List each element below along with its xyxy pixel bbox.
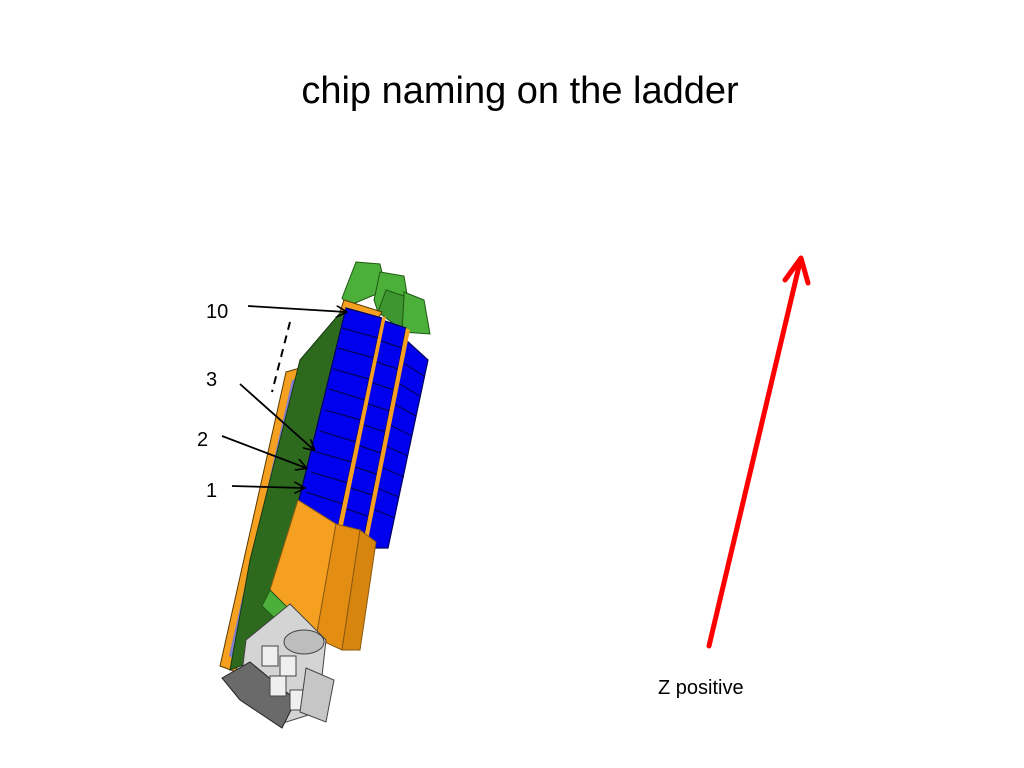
dashed-ellipsis-line [271,321,291,393]
z-positive-label: Z positive [658,677,744,699]
ladder-illustration [219,261,431,729]
label-arrows [221,305,346,488]
slide-title: chip naming on the ladder [301,70,739,112]
chip-label-3: 3 [206,369,218,391]
arrow-chip-2 [221,435,306,468]
z-axis-arrow [706,255,811,649]
chip-label-1: 1 [206,480,218,502]
chip-label-10: 10 [206,301,229,323]
arrow-chip-3 [239,383,314,450]
chip-label-2: 2 [197,429,209,451]
arrow-chip-1 [231,486,304,488]
arrow-chip-10 [247,305,346,312]
connector-assembly [221,603,335,729]
